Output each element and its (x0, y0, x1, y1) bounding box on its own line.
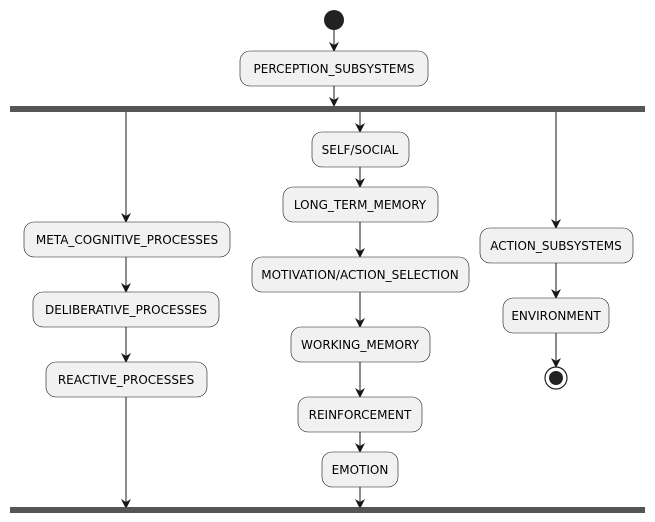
start-node (324, 10, 344, 30)
node-emotion: EMOTION (321, 451, 399, 488)
node-meta-cognitive: META_COGNITIVE_PROCESSES (23, 221, 231, 258)
node-long-term-memory-label: LONG_TERM_MEMORY (294, 198, 427, 212)
node-motivation: MOTIVATION/ACTION_SELECTION (251, 256, 470, 293)
node-perception-label: PERCEPTION_SUBSYSTEMS (254, 62, 415, 76)
node-perception: PERCEPTION_SUBSYSTEMS (239, 50, 429, 87)
fork-bar (10, 106, 645, 112)
node-reinforcement-label: REINFORCEMENT (309, 408, 412, 422)
node-self-social-label: SELF/SOCIAL (322, 143, 399, 157)
node-long-term-memory: LONG_TERM_MEMORY (282, 186, 439, 223)
node-action-subsystems: ACTION_SUBSYSTEMS (479, 227, 634, 264)
node-action-subsystems-label: ACTION_SUBSYSTEMS (490, 239, 622, 253)
node-reactive: REACTIVE_PROCESSES (45, 361, 208, 398)
node-motivation-label: MOTIVATION/ACTION_SELECTION (261, 268, 459, 282)
node-working-memory: WORKING_MEMORY (290, 326, 431, 363)
join-bar (10, 507, 645, 513)
node-self-social: SELF/SOCIAL (311, 131, 410, 168)
end-node (544, 366, 568, 390)
node-environment: ENVIRONMENT (502, 297, 610, 334)
node-reinforcement: REINFORCEMENT (297, 396, 423, 433)
node-working-memory-label: WORKING_MEMORY (301, 338, 420, 352)
node-meta-cognitive-label: META_COGNITIVE_PROCESSES (36, 233, 218, 247)
node-deliberative: DELIBERATIVE_PROCESSES (32, 291, 220, 328)
node-emotion-label: EMOTION (332, 463, 389, 477)
node-deliberative-label: DELIBERATIVE_PROCESSES (45, 303, 207, 317)
node-environment-label: ENVIRONMENT (511, 309, 601, 323)
node-reactive-label: REACTIVE_PROCESSES (58, 373, 194, 387)
